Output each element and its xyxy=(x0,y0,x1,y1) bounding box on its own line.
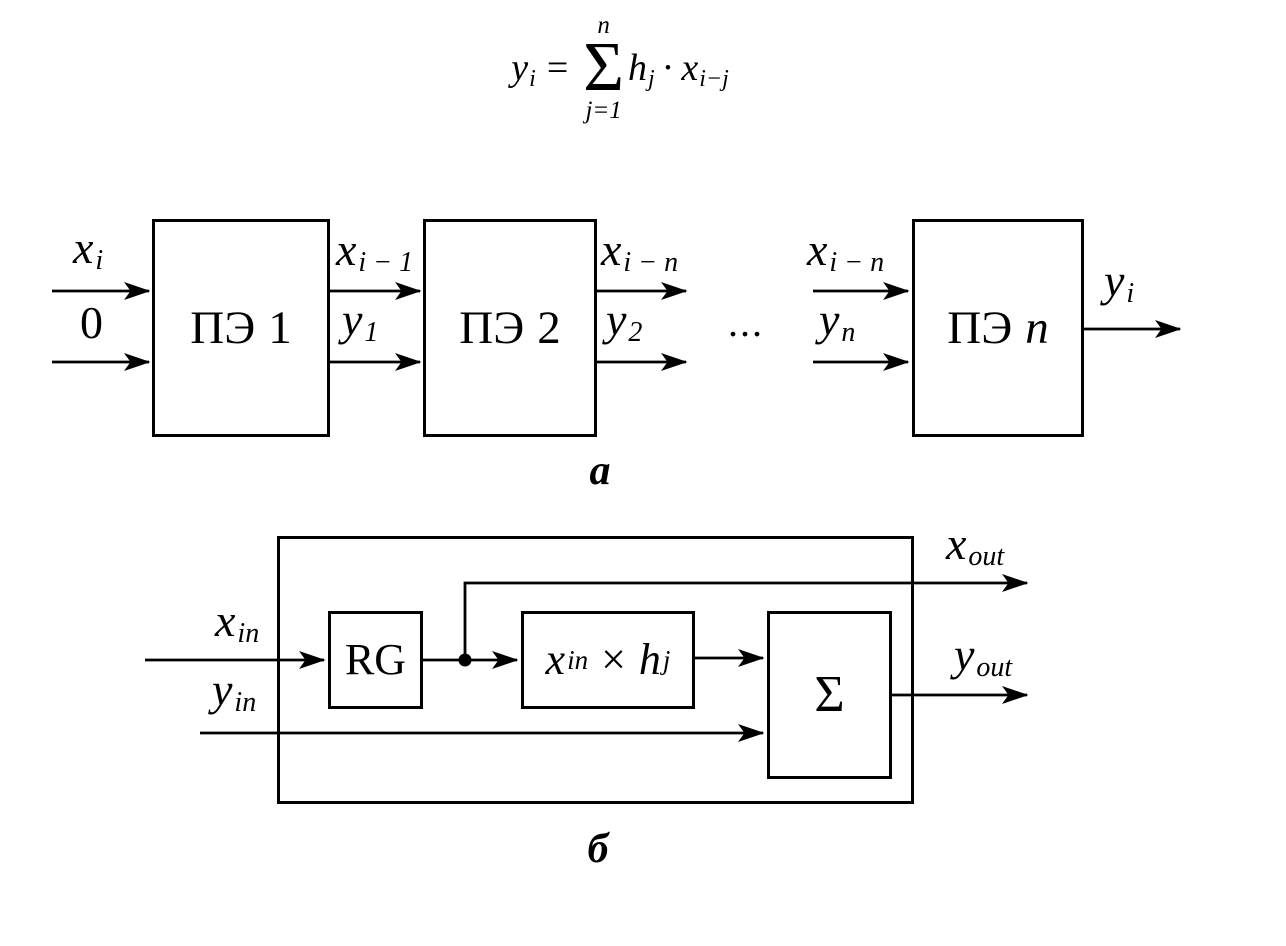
block-adder: Σ xyxy=(767,611,892,779)
ellipsis: ... xyxy=(728,300,764,345)
label-zero: 0 xyxy=(80,297,103,348)
times-sign: × xyxy=(601,635,626,684)
multiplication-dot: · xyxy=(661,47,675,89)
equals-sign: = xyxy=(546,47,569,89)
junction-dot xyxy=(458,653,472,667)
fir-filter-formula: yi = n Σ j=1 hj · xi−j xyxy=(430,12,810,124)
label-y-in: yin xyxy=(212,664,257,719)
label-x-i-n-right: xi − n xyxy=(807,224,885,279)
caption-a: a xyxy=(589,448,611,494)
block-register: RG xyxy=(328,611,423,709)
label-x-i-n-mid: xi − n xyxy=(601,224,679,279)
sum-lower-limit: j=1 xyxy=(585,97,622,125)
summation-symbol: n Σ j=1 xyxy=(583,13,624,123)
formula-input: xi−j xyxy=(681,47,729,92)
label-x-i: xi xyxy=(73,222,104,277)
label-x-in: xin xyxy=(215,595,260,650)
block-pe-internal-outline xyxy=(277,536,914,804)
label-y-n: yn xyxy=(819,294,856,349)
sigma-glyph: Σ xyxy=(583,28,624,106)
label-y-out: yout xyxy=(954,629,1013,684)
label-x-i-1: xi − 1 xyxy=(336,224,414,279)
label-x-out: xout xyxy=(946,518,1005,573)
sum-upper-limit: n xyxy=(597,11,610,39)
label-y-2: y2 xyxy=(606,294,643,349)
formula-coefficient: hj xyxy=(628,47,655,92)
label-y-1: y1 xyxy=(342,294,379,349)
formula-result: yi xyxy=(511,47,536,92)
caption-b: б xyxy=(587,826,609,872)
label-y-i-out: yi xyxy=(1104,255,1135,310)
wire-xout-feedthrough xyxy=(463,574,1029,660)
